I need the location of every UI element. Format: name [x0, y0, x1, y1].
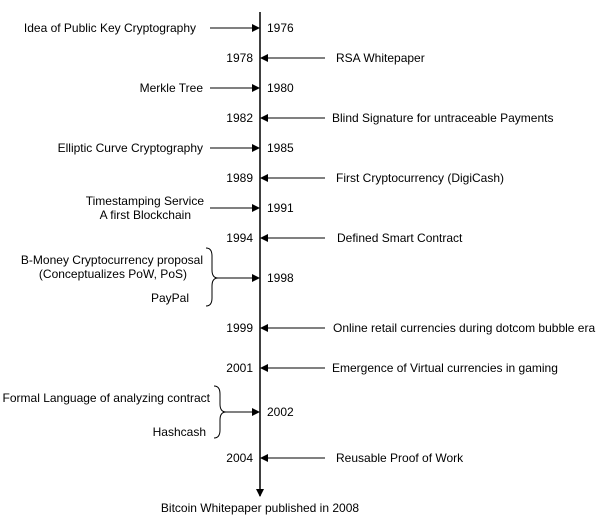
year-label: 2002: [267, 405, 294, 419]
event-label: PayPal: [151, 291, 189, 305]
year-label: 2004: [226, 451, 253, 465]
event-label: RSA Whitepaper: [336, 51, 425, 65]
event-label: First Cryptocurrency (DigiCash): [336, 171, 504, 185]
year-label: 1989: [226, 171, 253, 185]
event-label: Timestamping Service: [86, 194, 205, 208]
year-label: 1982: [226, 111, 253, 125]
footer-label: Bitcoin Whitepaper published in 2008: [161, 501, 359, 515]
year-label: 1998: [267, 271, 294, 285]
event-label: Emergence of Virtual currencies in gamin…: [332, 361, 558, 375]
brace-2002: [213, 385, 227, 439]
event-label: Blind Signature for untraceable Payments: [332, 111, 553, 125]
event-label: Merkle Tree: [140, 81, 204, 95]
event-label: Reusable Proof of Work: [336, 451, 464, 465]
year-label: 1991: [267, 201, 294, 215]
year-label: 2001: [226, 361, 253, 375]
year-label: 1999: [226, 321, 253, 335]
event-label: A first Blockchain: [100, 208, 191, 222]
event-label: Elliptic Curve Cryptography: [58, 141, 203, 155]
year-label: 1980: [267, 81, 294, 95]
event-label: Idea of Public Key Cryptography: [24, 21, 196, 35]
event-label: (Conceptualizes PoW, PoS): [39, 267, 187, 281]
event-label: Online retail currencies during dotcom b…: [333, 321, 595, 335]
brace-1998: [205, 247, 219, 307]
year-label: 1976: [267, 21, 294, 35]
year-label: 1985: [267, 141, 294, 155]
year-label: 1978: [226, 51, 253, 65]
event-label: B-Money Cryptocurrency proposal: [21, 253, 203, 267]
event-label: Hashcash: [153, 425, 206, 439]
event-label: Formal Language of analyzing contract: [3, 391, 211, 405]
event-label: Defined Smart Contract: [337, 231, 463, 245]
year-label: 1994: [226, 231, 253, 245]
